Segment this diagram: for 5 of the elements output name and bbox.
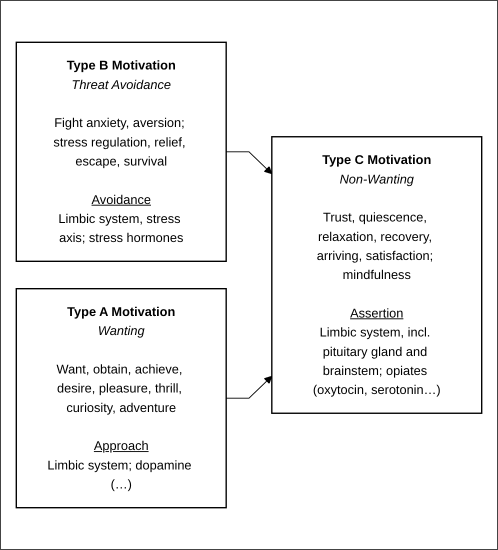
arrow	[226, 376, 272, 399]
arrow	[226, 151, 272, 174]
node-box: Type A Motivation Wanting Want, obtain, achieve, desire, pleasure, thrill, curiosity, adventure Approach Limbic system; dopamine (…)	[16, 288, 227, 508]
node-box: Type C Motivation Non-Wanting Trust, quiescence, relaxation, recovery, arriving, satisfaction; mindfulness Assertion Limbic system, incl. pituitary gland and brainstem; opiates (oxytocin, serotonin…)	[271, 136, 482, 414]
node-box: Type B Motivation Threat Avoidance Fight anxiety, aversion; stress regulation, relief, escape, survival Avoidance Limbic system, stress axis; stress hormones	[16, 42, 227, 262]
